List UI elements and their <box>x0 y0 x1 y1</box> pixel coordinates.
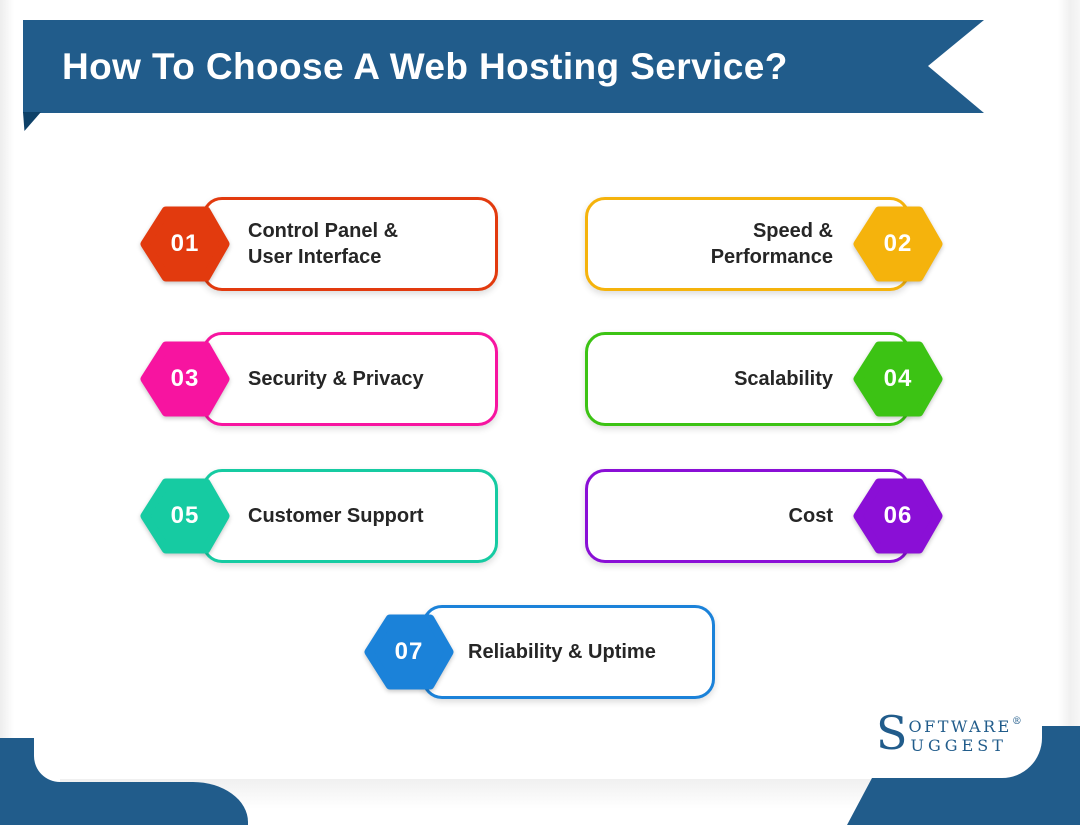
card-label-line: User Interface <box>248 246 382 268</box>
tag-04: 04 <box>853 340 943 418</box>
chevron-shape-icon <box>853 341 943 417</box>
card-security-privacy: Security & Privacy <box>202 332 498 426</box>
card-label-line: Speed & <box>752 220 833 242</box>
page-title: How To Choose A Web Hosting Service? <box>62 46 788 87</box>
chevron-shape-icon <box>140 341 230 417</box>
title-ribbon: How To Choose A Web Hosting Service? <box>23 20 984 113</box>
tag-number: 03 <box>170 365 200 392</box>
bottom-left-horizontal-bar <box>0 782 248 825</box>
card-label-line: Reliability & Uptime <box>468 641 656 663</box>
card-label-line: Scalability <box>734 368 833 390</box>
ribbon-fold <box>23 112 41 131</box>
left-edge-shadow <box>0 0 14 825</box>
chevron-shape-icon <box>364 614 454 690</box>
tag-07: 07 <box>364 613 454 691</box>
tag-number: 01 <box>170 230 200 257</box>
logo-initial: S <box>876 706 908 760</box>
tag-01: 01 <box>140 205 230 283</box>
registered-mark: ® <box>1011 716 1022 727</box>
logo-word1: OFTWARE <box>908 717 1012 736</box>
right-edge-shadow <box>1058 0 1080 825</box>
card-label-line: Customer Support <box>248 505 424 527</box>
card-label-line: Cost <box>788 505 833 527</box>
tag-05: 05 <box>140 477 230 555</box>
tag-03: 03 <box>140 340 230 418</box>
chevron-shape-icon <box>853 478 943 554</box>
card-reliability-uptime: Reliability & Uptime <box>422 605 715 699</box>
card-customer-support: Customer Support <box>202 469 498 563</box>
tag-06: 06 <box>853 477 943 555</box>
card-label-line: Security & Privacy <box>248 368 424 390</box>
card-label-line: Control Panel & <box>248 220 399 242</box>
softwaresuggest-logo: S OFTWARE® UGGEST <box>876 706 1022 760</box>
tag-number: 02 <box>883 230 913 257</box>
bottom-right-vertical-bar <box>1042 726 1080 825</box>
tag-number: 04 <box>883 365 913 392</box>
chevron-shape-icon <box>140 206 230 282</box>
tag-number: 05 <box>170 502 200 529</box>
tag-02: 02 <box>853 205 943 283</box>
tag-number: 07 <box>394 638 424 665</box>
card-control-panel: Control Panel & User Interface <box>202 197 498 291</box>
logo-word2: UGGEST <box>910 736 1007 755</box>
bottom-right-horizontal-bar <box>847 778 1080 825</box>
chevron-shape-icon <box>853 206 943 282</box>
card-label-line: Performance <box>710 246 833 268</box>
chevron-shape-icon <box>140 478 230 554</box>
tag-number: 06 <box>883 502 913 529</box>
